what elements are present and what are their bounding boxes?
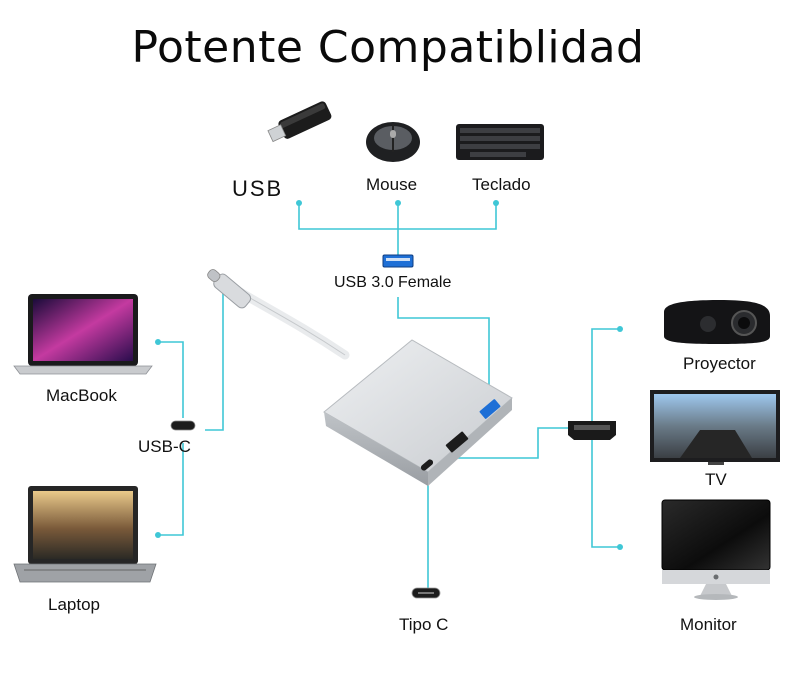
usb-c-plug-icon	[170, 420, 196, 431]
line-laptop	[158, 443, 184, 536]
line-usb3-hub	[397, 297, 490, 418]
usb-drive-icon	[267, 101, 332, 143]
usb3-port-icon	[382, 254, 414, 268]
laptop-icon	[13, 486, 157, 583]
usb-c-port-icon	[411, 587, 441, 599]
line-usbc-cable	[205, 290, 224, 431]
label-laptop: Laptop	[48, 595, 100, 614]
label-mouse: Mouse	[366, 175, 418, 194]
line-hdmi	[450, 427, 568, 459]
label-tv: TV	[705, 470, 727, 489]
macbook-icon	[13, 294, 153, 375]
line-macbook	[158, 341, 184, 418]
label-usb3-female: USB 3.0 Female	[334, 274, 452, 291]
usb-c-hub-icon	[323, 339, 513, 486]
label-monitor: Monitor	[680, 615, 737, 634]
label-usb-c: USB-C	[138, 437, 191, 456]
usb-c-cable-icon	[207, 269, 350, 360]
hub-usb-port	[479, 399, 501, 419]
projector-icon	[664, 300, 770, 344]
connector-dots	[155, 200, 623, 550]
mouse-icon	[366, 122, 420, 162]
label-tipo-c: Tipo C	[399, 615, 449, 634]
diagram-title: Potente Compatiblidad	[131, 22, 645, 73]
label-usb: USB	[232, 176, 284, 201]
monitor-icon	[661, 499, 771, 600]
hub-hdmi-port	[445, 431, 469, 453]
tv-icon	[650, 390, 780, 465]
hub-usbc-port	[420, 459, 434, 471]
label-projector: Proyector	[683, 354, 756, 373]
label-macbook: MacBook	[46, 386, 117, 405]
hdmi-plug-icon	[568, 421, 616, 440]
keyboard-icon	[456, 124, 544, 160]
label-keyboard: Teclado	[472, 175, 531, 194]
